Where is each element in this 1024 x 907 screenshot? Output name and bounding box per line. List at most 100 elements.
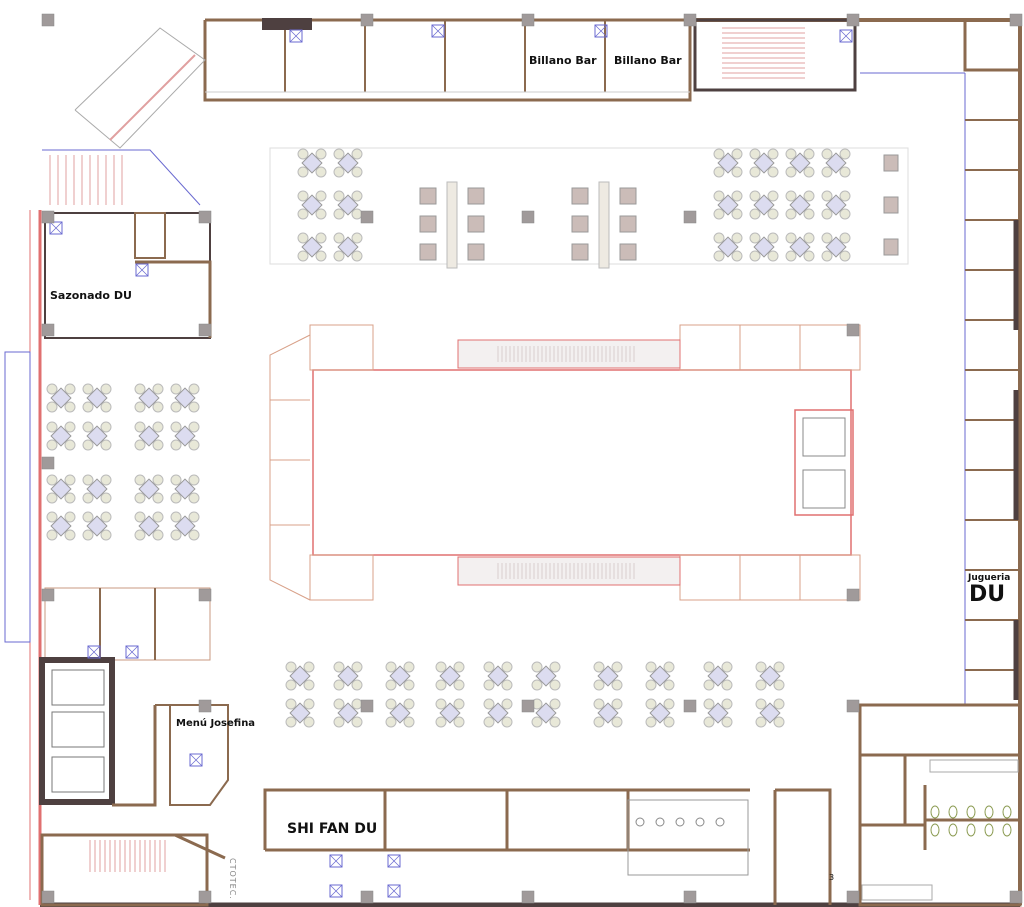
column: [198, 588, 212, 602]
column: [521, 13, 535, 27]
chair: [663, 679, 675, 691]
wall: [112, 705, 157, 807]
chair: [134, 401, 146, 413]
chair: [134, 383, 146, 395]
toilet: [948, 823, 958, 837]
column: [41, 210, 55, 224]
table-set: [483, 698, 513, 728]
chair: [333, 166, 345, 178]
chair: [46, 511, 58, 523]
table-set: [297, 232, 327, 262]
column: [198, 323, 212, 337]
store-label-menu-josefina[interactable]: Menú Josefina: [176, 718, 256, 729]
table-set: [170, 511, 200, 541]
chair: [315, 232, 327, 244]
shaft-box: [839, 29, 853, 43]
chair: [821, 250, 833, 262]
table-set: [82, 511, 112, 541]
chair: [453, 716, 465, 728]
chair: [46, 529, 58, 541]
toilet: [948, 805, 958, 819]
table-set: [333, 232, 363, 262]
restroom-stall: [51, 711, 105, 748]
chair: [46, 421, 58, 433]
table: [138, 387, 160, 409]
elevator-bank: [794, 409, 854, 516]
chair: [611, 679, 623, 691]
toilet: [1002, 823, 1012, 837]
table-set: [170, 421, 200, 451]
chair: [549, 679, 561, 691]
chair: [767, 148, 779, 160]
shaft-box: [329, 884, 343, 898]
chair: [483, 679, 495, 691]
chair: [755, 698, 767, 710]
column: [360, 699, 374, 713]
chair: [773, 698, 785, 710]
chair: [82, 383, 94, 395]
chair: [713, 166, 725, 178]
chair: [303, 679, 315, 691]
chair: [170, 492, 182, 504]
room: [134, 212, 166, 259]
table: [337, 702, 359, 724]
table-set: [749, 190, 779, 220]
chair: [297, 250, 309, 262]
table-set: [749, 148, 779, 178]
chair: [82, 474, 94, 486]
table: [825, 194, 847, 216]
column: [683, 13, 697, 27]
table: [301, 236, 323, 258]
store-label-sazonado-du[interactable]: Sazonado DU: [50, 289, 132, 302]
store-label-billano-bar-1[interactable]: Billano Bar: [529, 54, 597, 67]
bar-stool: [419, 243, 437, 261]
bar-stool: [619, 187, 637, 205]
store-label-jugueria-du[interactable]: DU: [969, 582, 1006, 607]
table-set: [755, 698, 785, 728]
chair: [803, 166, 815, 178]
chair: [188, 439, 200, 451]
shaft-box-x: [387, 854, 401, 868]
toilet: [930, 823, 940, 837]
store-label-shi-fan-du[interactable]: SHI FAN DU: [287, 821, 378, 837]
chair: [170, 401, 182, 413]
chair: [713, 232, 725, 244]
chair: [611, 698, 623, 710]
chair: [100, 421, 112, 433]
chair: [749, 148, 761, 160]
chair: [703, 661, 715, 673]
chair: [46, 401, 58, 413]
chair: [501, 716, 513, 728]
table: [138, 478, 160, 500]
chair: [100, 383, 112, 395]
glass-facade: [4, 351, 31, 643]
column: [521, 210, 535, 224]
column: [521, 699, 535, 713]
store-block-left: [44, 587, 211, 661]
store-label-billano-bar-2[interactable]: Billano Bar: [614, 54, 682, 67]
table: [753, 236, 775, 258]
store-label-jugueria[interactable]: Jugueria: [968, 573, 1011, 583]
chair: [749, 250, 761, 262]
chair: [333, 716, 345, 728]
chair: [351, 661, 363, 673]
chair: [188, 421, 200, 433]
chair: [100, 492, 112, 504]
chair: [731, 190, 743, 202]
chair: [170, 511, 182, 523]
table: [707, 702, 729, 724]
column: [198, 210, 212, 224]
bar-counter: [598, 181, 610, 269]
chair: [170, 529, 182, 541]
stove-burner: [635, 817, 645, 827]
bar-stool: [467, 187, 485, 205]
chair: [333, 208, 345, 220]
chair: [803, 250, 815, 262]
elevator-car: [802, 417, 846, 457]
chair: [453, 698, 465, 710]
bar-counter: [262, 18, 312, 30]
table-set: [297, 148, 327, 178]
toilet: [984, 805, 994, 819]
table-set: [285, 661, 315, 691]
table: [825, 236, 847, 258]
